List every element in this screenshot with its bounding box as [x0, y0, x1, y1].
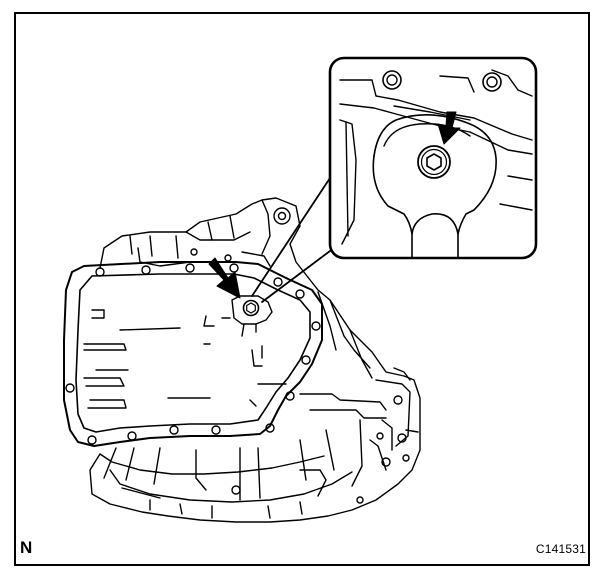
callout-leader-lines	[251, 177, 335, 303]
drain-plug-detail-callout	[328, 56, 538, 260]
transaxle-housing	[89, 197, 421, 523]
figure-id: C141531	[535, 542, 586, 556]
orientation-label: N	[20, 538, 33, 557]
drain-plug-arrow	[208, 257, 241, 299]
oil-pan	[63, 261, 323, 447]
detail-drain-plug-arrow	[437, 111, 461, 145]
